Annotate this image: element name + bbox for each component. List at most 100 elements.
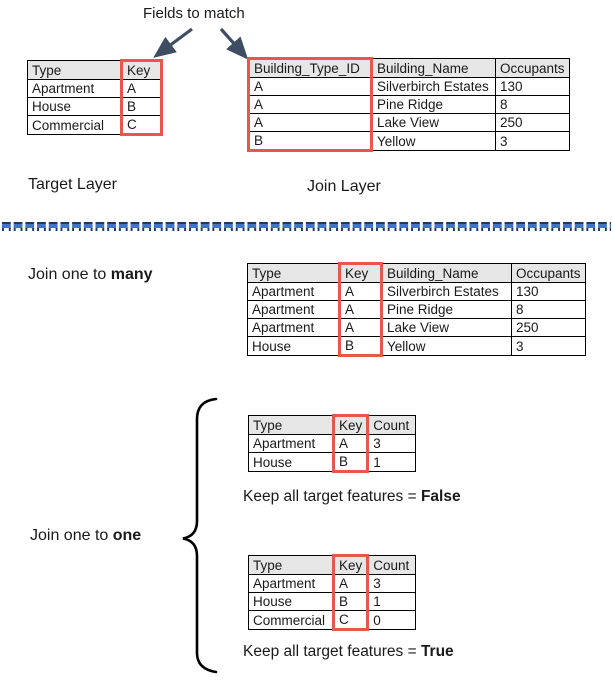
table-cell: A xyxy=(331,574,370,593)
target-layer-label: Target Layer xyxy=(28,176,117,193)
column-header: Key xyxy=(331,414,370,435)
column-header: Type xyxy=(248,415,334,435)
table-cell: A xyxy=(338,300,383,319)
table-cell: 130 xyxy=(495,77,570,96)
table-cell: B xyxy=(247,131,373,152)
table-cell: Commercial xyxy=(27,115,122,135)
column-header: Building_Name xyxy=(371,58,496,78)
table-cell: Silverbirch Estates xyxy=(371,77,496,96)
join-layer-label: Join Layer xyxy=(307,178,381,195)
section-divider xyxy=(2,222,611,232)
column-header: Key xyxy=(120,59,163,80)
fields-to-match-title: Fields to match xyxy=(143,5,245,22)
column-header: Type xyxy=(27,60,122,80)
table-cell: Apartment xyxy=(247,282,340,301)
table-cell: House xyxy=(248,592,334,611)
table-cell: Lake View xyxy=(371,113,496,132)
table-cell: A xyxy=(120,79,163,98)
table-cell: 250 xyxy=(495,113,570,132)
table-cell: A xyxy=(338,318,383,337)
join-one-to-many-label-bold: many xyxy=(110,266,153,283)
table-cell: 8 xyxy=(511,300,586,319)
keep-false-caption: Keep all target features = False xyxy=(243,488,461,506)
join-one-to-one-label: Join one to one xyxy=(30,527,141,545)
table-cell: A xyxy=(331,434,370,453)
table-cell: B xyxy=(338,336,383,357)
table-cell: B xyxy=(331,452,370,473)
keep-false-caption-value: False xyxy=(420,488,461,505)
table-cell: 3 xyxy=(511,336,586,356)
column-header: Building_Type_ID xyxy=(247,57,373,78)
keep-true-caption-text: Keep all target features = xyxy=(243,643,421,660)
column-header: Occupants xyxy=(511,263,586,283)
table-cell: Apartment xyxy=(247,318,340,337)
table-cell: A xyxy=(247,113,373,132)
fields-to-match-arrows-icon xyxy=(153,27,249,60)
column-header: Occupants xyxy=(495,58,570,78)
table-cell: Silverbirch Estates xyxy=(381,282,512,301)
table-cell: Apartment xyxy=(248,434,334,453)
column-header: Count xyxy=(367,555,417,575)
table-cell: B xyxy=(331,592,370,611)
join-one-to-one-label-bold: one xyxy=(112,527,142,544)
column-header: Type xyxy=(247,263,340,283)
table-cell: Apartment xyxy=(248,574,334,593)
table-cell: 130 xyxy=(511,282,586,301)
table-cell: Pine Ridge xyxy=(381,300,512,319)
table-cell: House xyxy=(27,97,122,116)
column-header: Key xyxy=(338,262,383,283)
keep-false-caption-text: Keep all target features = xyxy=(243,488,421,505)
table-cell: 0 xyxy=(367,610,417,630)
table-cell: 3 xyxy=(367,574,417,593)
table-cell: Apartment xyxy=(27,79,122,98)
table-cell: C xyxy=(120,115,163,136)
table-cell: Yellow xyxy=(381,336,512,356)
table-cell: A xyxy=(247,77,373,96)
table-cell: 250 xyxy=(511,318,586,337)
keep-true-caption: Keep all target features = True xyxy=(243,643,454,661)
keep-true-caption-value: True xyxy=(420,643,454,660)
table-cell: A xyxy=(247,95,373,114)
join-one-to-one-label-prefix: Join one to xyxy=(30,527,113,544)
table-cell: 1 xyxy=(367,592,417,611)
table-cell: C xyxy=(331,610,370,631)
table-cell: B xyxy=(120,97,163,116)
table-cell: A xyxy=(338,282,383,301)
column-header: Building_Name xyxy=(381,263,512,283)
table-cell: Yellow xyxy=(371,131,496,151)
join-one-to-many-label-prefix: Join one to xyxy=(28,266,111,283)
table-cell: Pine Ridge xyxy=(371,95,496,114)
table-cell: 8 xyxy=(495,95,570,114)
table-cell: Apartment xyxy=(247,300,340,319)
table-cell: House xyxy=(248,452,334,472)
table-cell: 3 xyxy=(367,434,417,453)
table-cell: Commercial xyxy=(248,610,334,630)
table-cell: 1 xyxy=(367,452,417,472)
column-header: Type xyxy=(248,555,334,575)
table-cell: Lake View xyxy=(381,318,512,337)
